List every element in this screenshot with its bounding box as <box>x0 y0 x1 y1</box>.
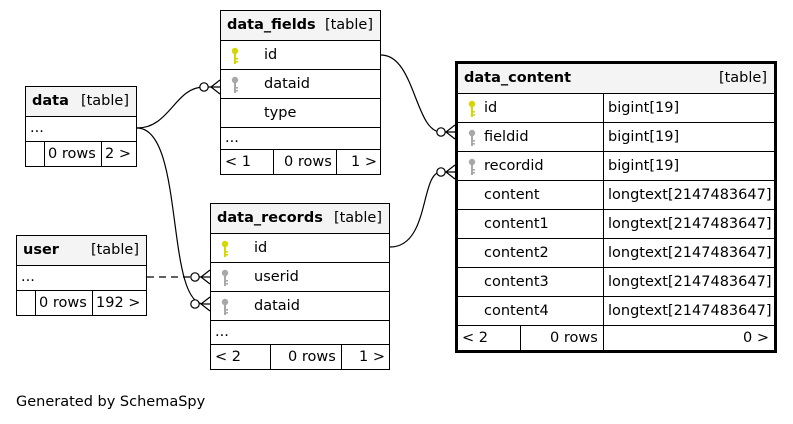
table-type: [table] <box>718 70 767 86</box>
table-footer: < 1 0 rows 1 > <box>221 149 380 174</box>
column-name: dataid <box>264 76 310 92</box>
column-name: id <box>484 100 498 116</box>
table-header: user [table] <box>17 236 146 265</box>
table-name: data_content <box>464 70 572 86</box>
column-datatype: longtext[2147483647] <box>608 303 772 319</box>
table-footer: 0 rows 2 > <box>26 141 136 166</box>
table-header: data_content [table] <box>458 64 774 93</box>
column-row[interactable]: id <box>211 233 389 262</box>
column-name: dataid <box>254 298 300 314</box>
column-datatype: longtext[2147483647] <box>608 245 772 261</box>
column-row[interactable]: userid <box>211 262 389 291</box>
ellipsis-row: ... <box>26 116 136 141</box>
table-type: [table] <box>333 210 382 226</box>
column-row[interactable]: content1 longtext[2147483647] <box>458 209 774 238</box>
column-row[interactable]: content2 longtext[2147483647] <box>458 238 774 267</box>
table-header: data [table] <box>26 87 136 116</box>
primary-key-icon <box>468 100 476 117</box>
column-name: type <box>264 105 297 121</box>
foreign-key-icon <box>221 269 229 286</box>
column-row[interactable]: fieldid bigint[19] <box>458 122 774 151</box>
table-user[interactable]: user [table] ... 0 rows 192 > <box>16 235 147 316</box>
link-data-fields-to-content <box>380 54 455 133</box>
table-name: user <box>23 242 59 258</box>
table-header: data_records [table] <box>211 204 389 233</box>
table-footer: < 2 0 rows 1 > <box>211 344 389 369</box>
column-name: id <box>264 47 278 63</box>
table-data-content[interactable]: data_content [table] id bigint[19] field… <box>455 61 777 353</box>
table-type: [table] <box>324 17 373 33</box>
column-name: content1 <box>484 216 549 232</box>
column-datatype: longtext[2147483647] <box>608 274 772 290</box>
link-data-records-to-content <box>389 171 455 248</box>
foreign-key-icon <box>468 158 476 175</box>
column-name: content2 <box>484 245 549 261</box>
primary-key-icon <box>231 47 239 64</box>
table-data[interactable]: data [table] ... 0 rows 2 > <box>25 86 137 167</box>
table-name: data_records <box>217 210 323 226</box>
foreign-key-icon <box>468 129 476 146</box>
column-name: recordid <box>484 158 544 174</box>
foreign-key-icon <box>221 298 229 315</box>
ellipsis-row: ... <box>17 265 146 290</box>
table-data-records[interactable]: data_records [table] id userid dataid ..… <box>210 203 390 370</box>
column-datatype: bigint[19] <box>608 100 680 116</box>
column-row[interactable]: recordid bigint[19] <box>458 151 774 180</box>
column-name: content3 <box>484 274 549 290</box>
table-header: data_fields [table] <box>221 11 380 40</box>
table-type: [table] <box>80 93 129 109</box>
column-row[interactable]: content longtext[2147483647] <box>458 180 774 209</box>
table-data-fields[interactable]: data_fields [table] id dataid type ... <… <box>220 10 381 175</box>
column-row[interactable]: dataid <box>221 69 380 98</box>
table-footer: 0 rows 192 > <box>17 290 146 315</box>
column-datatype: longtext[2147483647] <box>608 216 772 232</box>
column-row[interactable]: content3 longtext[2147483647] <box>458 267 774 296</box>
column-row[interactable]: id <box>221 40 380 69</box>
generated-by-label: Generated by SchemaSpy <box>16 394 206 410</box>
column-datatype: bigint[19] <box>608 158 680 174</box>
table-name: data_fields <box>227 17 316 33</box>
column-row[interactable]: dataid <box>211 291 389 320</box>
ellipsis-row: ... <box>211 320 389 344</box>
column-name: content <box>484 187 540 203</box>
table-name: data <box>32 93 69 109</box>
link-data-to-data-records <box>136 127 210 305</box>
primary-key-icon <box>221 240 229 257</box>
ellipsis-row: ... <box>221 127 380 149</box>
column-name: fieldid <box>484 129 529 145</box>
column-name: id <box>254 240 268 256</box>
column-datatype: bigint[19] <box>608 129 680 145</box>
column-row[interactable]: type <box>221 98 380 127</box>
column-row[interactable]: id bigint[19] <box>458 93 774 122</box>
table-type: [table] <box>90 242 139 258</box>
link-data-to-data-fields <box>136 86 220 129</box>
column-name: userid <box>254 269 299 285</box>
column-row[interactable]: content4 longtext[2147483647] <box>458 296 774 325</box>
foreign-key-icon <box>231 76 239 93</box>
table-footer: < 2 0 rows 0 > <box>458 325 774 350</box>
column-datatype: longtext[2147483647] <box>608 187 772 203</box>
column-name: content4 <box>484 303 549 319</box>
